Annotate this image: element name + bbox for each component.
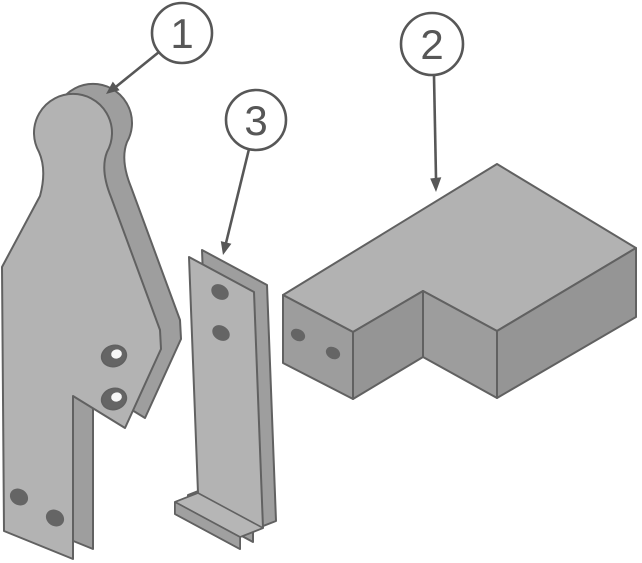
part2-hole-2 — [325, 346, 341, 360]
part1-counterbore-2-inner — [111, 392, 122, 402]
part1-front-face — [1, 92, 162, 560]
callout-3-circle — [224, 88, 288, 152]
callout-1-arrowhead-icon — [106, 81, 120, 94]
part3-foot-front — [174, 501, 241, 550]
callout-3-leader-line — [224, 148, 251, 244]
callout-2-number: 2 — [420, 21, 443, 68]
part1-counterbore-hole-2 — [100, 387, 128, 411]
callout-3: 3 — [220, 88, 288, 255]
part1-leg-hole-2 — [45, 509, 65, 527]
part-1-keyhole-bracket — [1, 82, 182, 560]
callout-1-number: 1 — [170, 10, 193, 57]
part-2-l-shaped-block — [282, 163, 637, 400]
callout-2: 2 — [399, 11, 465, 192]
part1-counterbore-1-inner — [111, 349, 122, 359]
callout-2-circle — [399, 11, 465, 77]
callout-1-circle — [150, 1, 214, 65]
callout-3-number: 3 — [244, 97, 267, 144]
part3-hole-1 — [211, 284, 229, 300]
part2-hole-1 — [290, 328, 306, 342]
callout-3-arrowhead-icon — [220, 241, 232, 255]
callout-2-leader-line — [432, 75, 438, 179]
part1-counterbore-hole-1 — [100, 344, 128, 368]
part2-front-right-face — [496, 247, 637, 399]
part1-leg-hole-1 — [9, 488, 29, 506]
part3-hole-2 — [212, 325, 230, 341]
callout-2-arrowhead-icon — [430, 177, 442, 192]
callout-1: 1 — [106, 1, 214, 94]
part-3-flat-bar — [174, 249, 277, 550]
callout-1-leader-line — [111, 50, 160, 92]
